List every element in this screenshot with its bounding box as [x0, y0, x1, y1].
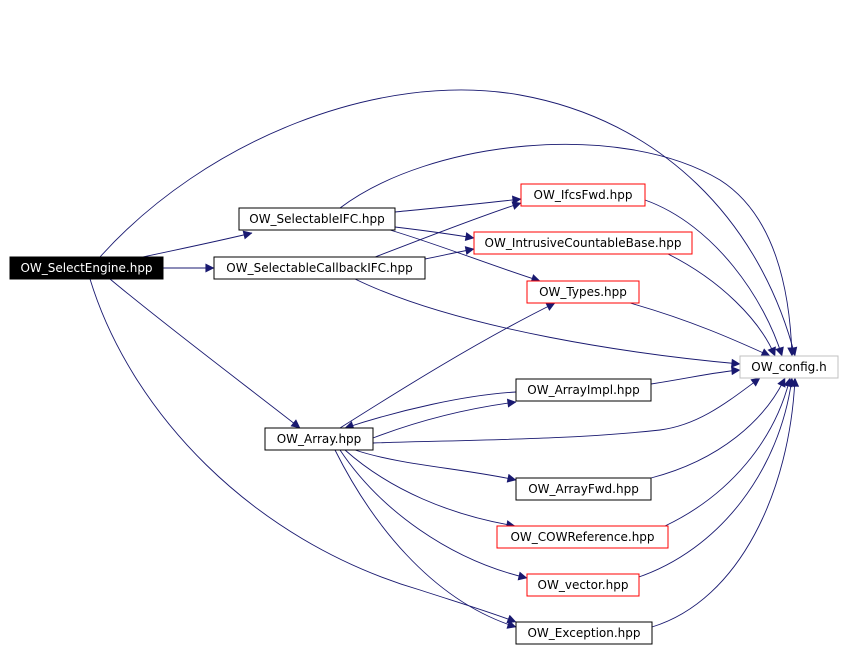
node-types[interactable]: OW_Types.hpp — [526, 280, 640, 304]
edge-select-engine-to-config — [99, 89, 798, 357]
node-box — [9, 256, 164, 280]
edge-selectable-ifc-to-ifcs-fwd — [394, 195, 522, 213]
node-box — [515, 477, 652, 501]
node-label: OW_IfcsFwd.hpp — [534, 188, 633, 202]
node-intrusive-countable-base[interactable]: OW_IntrusiveCountableBase.hpp — [473, 231, 693, 255]
node-array[interactable]: OW_Array.hpp — [264, 427, 374, 451]
node-label: OW_COWReference.hpp — [510, 530, 654, 544]
edge-ifcs-fwd-to-config — [644, 199, 784, 357]
edge-selectable-ifc-to-intrusive-countable-base — [394, 226, 475, 242]
node-box — [515, 621, 653, 645]
node-box — [526, 280, 640, 304]
node-exception[interactable]: OW_Exception.hpp — [515, 621, 653, 645]
node-label: OW_SelectEngine.hpp — [20, 261, 152, 275]
edge-cow-reference-to-config — [664, 377, 793, 527]
edge-selectable-ifc-to-config — [339, 143, 797, 357]
edge-array-to-array-impl — [372, 398, 517, 439]
edge-selectable-callback-ifc-to-config — [354, 278, 741, 368]
node-box — [473, 231, 693, 255]
node-array-impl[interactable]: OW_ArrayImpl.hpp — [515, 378, 652, 402]
edge-types-to-config — [629, 302, 771, 357]
edge-array-to-cow-reference — [344, 449, 516, 530]
edge-array-to-types — [339, 302, 556, 429]
node-select-engine[interactable]: OW_SelectEngine.hpp — [9, 256, 164, 280]
edge-array-impl-to-config — [650, 366, 741, 385]
node-label: OW_ArrayImpl.hpp — [527, 383, 639, 397]
node-layer: OW_SelectEngine.hppOW_SelectableIFC.hppO… — [9, 183, 839, 645]
node-box — [520, 183, 646, 207]
node-ifcs-fwd[interactable]: OW_IfcsFwd.hpp — [520, 183, 646, 207]
node-selectable-ifc[interactable]: OW_SelectableIFC.hpp — [238, 207, 396, 231]
node-label: OW_SelectableIFC.hpp — [249, 212, 385, 226]
edge-intrusive-countable-base-to-config — [667, 253, 776, 357]
node-array-fwd[interactable]: OW_ArrayFwd.hpp — [515, 477, 652, 501]
edge-array-to-array-fwd — [354, 449, 517, 483]
node-box — [213, 256, 426, 280]
edge-array-impl-to-array — [344, 391, 517, 430]
node-label: OW_Array.hpp — [277, 432, 362, 446]
edge-array-to-exception — [334, 449, 517, 629]
node-vector[interactable]: OW_vector.hpp — [526, 573, 640, 597]
node-label: OW_Types.hpp — [539, 285, 627, 299]
node-box — [496, 525, 669, 549]
edge-selectable-callback-ifc-to-ifcs-fwd — [374, 201, 522, 258]
node-box — [739, 355, 839, 379]
node-label: OW_vector.hpp — [538, 578, 629, 592]
edge-array-to-config — [372, 377, 761, 444]
node-config[interactable]: OW_config.h — [739, 355, 839, 379]
edge-array-to-vector — [339, 449, 528, 581]
node-label: OW_ArrayFwd.hpp — [528, 482, 639, 496]
node-label: OW_Exception.hpp — [527, 626, 640, 640]
node-box — [264, 427, 374, 451]
edge-selectable-ifc-to-types — [389, 229, 541, 283]
node-box — [515, 378, 652, 402]
node-selectable-callback-ifc[interactable]: OW_SelectableCallbackIFC.hpp — [213, 256, 426, 280]
node-cow-reference[interactable]: OW_COWReference.hpp — [496, 525, 669, 549]
edge-select-engine-to-exception — [89, 278, 517, 624]
edge-select-engine-to-selectable-ifc — [142, 230, 253, 258]
node-box — [238, 207, 396, 231]
edge-array-fwd-to-config — [650, 377, 786, 479]
node-label: OW_SelectableCallbackIFC.hpp — [226, 261, 412, 275]
edge-select-engine-to-array — [109, 278, 301, 429]
node-box — [526, 573, 640, 597]
edge-layer — [89, 89, 800, 629]
edge-vector-to-config — [635, 377, 796, 579]
node-label: OW_config.h — [751, 360, 826, 374]
node-label: OW_IntrusiveCountableBase.hpp — [485, 236, 682, 250]
edge-exception-to-config — [651, 377, 800, 628]
edge-selectable-callback-ifc-to-intrusive-countable-base — [424, 246, 475, 260]
